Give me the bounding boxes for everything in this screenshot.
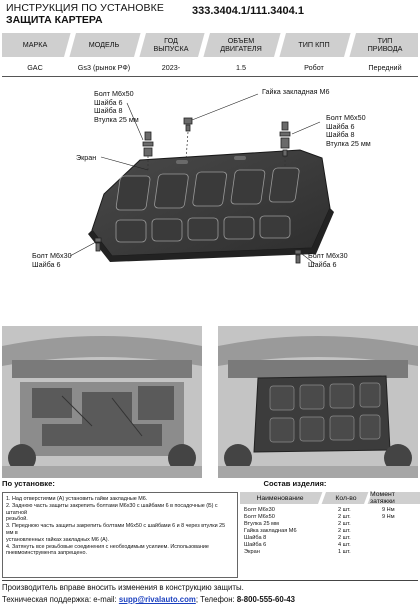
parts-row: Шайба 6 4 шт. bbox=[244, 542, 351, 548]
spec-header-drive: ТИП ПРИВОДА bbox=[367, 36, 403, 53]
fastener-bottom-right bbox=[294, 249, 302, 264]
product-code: 333.3404.1/111.3404.1 bbox=[192, 5, 304, 17]
callout-top-center: Гайка закладная М6 bbox=[262, 87, 330, 96]
parts-row: Втулка 25 мм 2 шт. bbox=[244, 521, 351, 527]
header-product-title: ЗАЩИТА КАРТЕРА bbox=[6, 14, 103, 26]
fastener-stack-right bbox=[279, 121, 291, 157]
note-line: 4. Затянуть все резьбовые соединения с н… bbox=[6, 543, 209, 550]
email-trail: ; bbox=[195, 595, 198, 604]
callout-bottom-right: Болт М6х30 Шайба 6 bbox=[308, 251, 348, 269]
spec-header-gearbox: ТИП КПП bbox=[298, 40, 330, 49]
note-line: 2. Заднюю часть защиты закрепить болтами… bbox=[6, 502, 218, 516]
callout-bottom-left: Болт М6х30 Шайба 6 bbox=[32, 251, 72, 269]
exploded-assembly-diagram: Болт М6х50 Шайба 6 Шайба 8 Втулка 25 мм … bbox=[0, 80, 420, 320]
email-label: e-mail: bbox=[93, 595, 117, 604]
header-instruction-title: ИНСТРУКЦИЯ ПО УСТАНОВКЕ bbox=[6, 2, 164, 14]
notes-title: По установке: bbox=[2, 479, 55, 488]
callout-top-left: Болт М6х50 Шайба 6 Шайба 8 Втулка 25 мм bbox=[94, 89, 139, 124]
spec-table-row: GAC Gs3 (рынок РФ) 2023- 1.5 Робот Перед… bbox=[2, 57, 418, 77]
parts-header-qty: Кол-во bbox=[335, 494, 357, 502]
spec-cell-engine: 1.5 bbox=[236, 62, 246, 72]
support-phone[interactable]: 8-800-555-60-43 bbox=[236, 595, 295, 604]
parts-table-header: Наименование Кол-во Момент затяжки bbox=[240, 491, 420, 505]
fastener-stack-left bbox=[142, 131, 154, 157]
fastener-bottom-left bbox=[94, 237, 102, 252]
spec-cell-year: 2023- bbox=[161, 62, 181, 72]
render-before-install bbox=[2, 326, 202, 478]
installation-notes: По установке: 1. Над отверстиями (А) уст… bbox=[2, 479, 238, 578]
support-label: Техническая поддержка: bbox=[2, 595, 92, 604]
parts-header-name: Наименование bbox=[256, 494, 304, 502]
note-line: пневмоинструмента запрещено. bbox=[6, 550, 87, 557]
callout-screen: Экран bbox=[76, 153, 97, 162]
parts-header-torque: Момент затяжки bbox=[370, 491, 395, 505]
spec-cell-brand: GAC bbox=[27, 62, 43, 72]
render-after-install bbox=[218, 326, 418, 478]
footer-divider bbox=[2, 580, 418, 581]
parts-row: Болт М6х30 2 шт. 9 Нм bbox=[244, 507, 395, 513]
parts-row: Болт М6х50 2 шт. 9 Нм bbox=[244, 514, 395, 520]
footer-disclaimer: Производитель вправе вносить изменения в… bbox=[2, 583, 244, 592]
vehicle-spec-table: МАРКА МОДЕЛЬ ГОД ВЫПУСКА ОБЪЕМ ДВИГАТЕЛЯ… bbox=[2, 33, 418, 78]
skid-plate-drawing bbox=[69, 93, 334, 265]
spec-header-model: МОДЕЛЬ bbox=[88, 40, 120, 49]
installation-renders bbox=[0, 326, 420, 478]
parts-row: Гайка закладная М6 2 шт. bbox=[244, 528, 351, 534]
phone-label: Телефон: bbox=[200, 595, 235, 604]
spec-table-header: МАРКА МОДЕЛЬ ГОД ВЫПУСКА ОБЪЕМ ДВИГАТЕЛЯ… bbox=[2, 33, 418, 57]
callout-top-right: Болт М6х50 Шайба 6 Шайба 8 Втулка 25 мм bbox=[326, 113, 371, 148]
spec-cell-gearbox: Робот bbox=[304, 62, 324, 72]
note-line: резьбой. bbox=[6, 516, 28, 523]
parts-table-body: Болт М6х30 2 шт. 9 Нм Болт М6х50 2 шт. 9… bbox=[240, 504, 420, 574]
spec-header-year: ГОД ВЫПУСКА bbox=[153, 36, 189, 53]
parts-list: Состав изделия: Наименование Кол-во Моме… bbox=[240, 479, 420, 574]
note-line: 3. Переднюю часть защиты закрепить болта… bbox=[6, 523, 226, 536]
document-header: ИНСТРУКЦИЯ ПО УСТАНОВКЕ ЗАЩИТА КАРТЕРА 3… bbox=[4, 2, 416, 32]
spec-cell-drive: Передний bbox=[368, 62, 402, 72]
spec-header-brand: МАРКА bbox=[22, 40, 48, 49]
parts-title: Состав изделия: bbox=[263, 479, 327, 488]
spec-cell-model: Gs3 (рынок РФ) bbox=[77, 62, 131, 72]
note-line: 1. Над отверстиями (А) установить гайки … bbox=[6, 496, 148, 502]
footer-support: Техническая поддержка: e-mail: supp@riva… bbox=[2, 595, 295, 604]
support-email-link[interactable]: supp@rivalauto.com bbox=[118, 595, 196, 604]
parts-row: Шайба 8 2 шт. bbox=[244, 535, 351, 541]
notes-box: 1. Над отверстиями (А) установить гайки … bbox=[2, 492, 238, 578]
note-line: установленных гайках закладных М6 (А). bbox=[6, 536, 110, 543]
parts-row: Экран 1 шт. bbox=[244, 549, 351, 555]
spec-header-engine: ОБЪЕМ ДВИГАТЕЛЯ bbox=[220, 36, 262, 53]
fastener-nut-center bbox=[183, 117, 193, 132]
